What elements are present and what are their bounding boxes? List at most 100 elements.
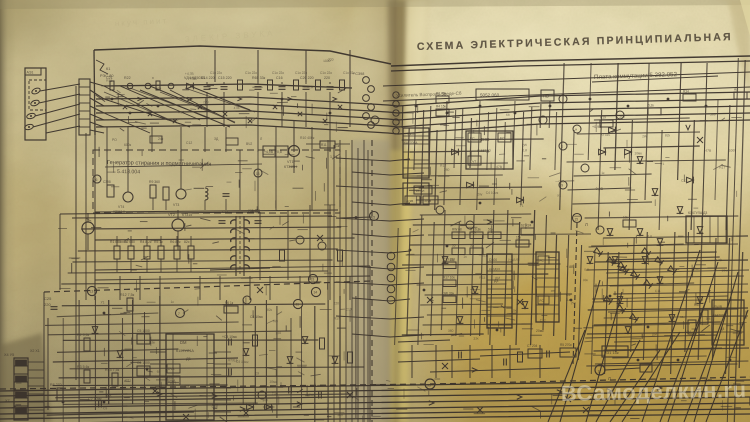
svg-text:R2 5,6к: R2 5,6к <box>77 333 90 337</box>
svg-text:33: 33 <box>427 384 431 388</box>
svg-text:360: 360 <box>710 112 716 116</box>
svg-text:R11: R11 <box>321 143 327 147</box>
svg-text:R12: R12 <box>178 110 184 114</box>
svg-text:С12: С12 <box>186 141 192 145</box>
svg-text:82к: 82к <box>106 393 112 397</box>
svg-text:R1 680: R1 680 <box>110 240 121 244</box>
svg-text:НВ: НВ <box>543 94 549 99</box>
svg-text:47В: 47В <box>155 87 162 91</box>
svg-text:24к: 24к <box>158 137 164 141</box>
svg-text:33: 33 <box>311 278 315 282</box>
svg-text:D300: D300 <box>489 258 497 262</box>
svg-text:R12: R12 <box>106 79 112 83</box>
svg-text:—01В: —01В <box>304 85 314 89</box>
svg-text:33к: 33к <box>449 258 455 262</box>
svg-text:+ 8В: + 8В <box>566 265 574 269</box>
svg-text:R10 400к: R10 400к <box>300 136 315 140</box>
svg-text:10мк: 10мк <box>721 269 729 273</box>
svg-text:R33: R33 <box>166 376 172 380</box>
svg-text:1к: 1к <box>601 171 605 175</box>
svg-text:82к: 82к <box>273 319 279 323</box>
svg-text:DVA: DVA <box>168 367 175 371</box>
svg-text:Д1: Д1 <box>186 356 192 361</box>
svg-text:33к: 33к <box>473 336 479 340</box>
svg-text:13: 13 <box>90 290 94 294</box>
svg-text:R33: R33 <box>479 276 485 280</box>
svg-text:R4 8,2к: R4 8,2к <box>140 240 152 244</box>
svg-text:1к: 1к <box>463 255 467 259</box>
svg-text:15к: 15к <box>150 341 156 345</box>
svg-text:АЭ1: АЭ1 <box>27 71 34 75</box>
svg-text:С4 10мк: С4 10мк <box>236 360 249 365</box>
svg-text:360: 360 <box>262 398 268 402</box>
svg-text:R9 360: R9 360 <box>149 180 160 184</box>
svg-text:220: 220 <box>44 302 51 307</box>
svg-text:С1о 22о: С1о 22о <box>210 71 222 75</box>
svg-text:DWA: DWA <box>168 379 176 383</box>
svg-text:FС: FС <box>470 137 475 141</box>
svg-text:С11: С11 <box>125 378 131 382</box>
svg-text:КТ315: КТ315 <box>182 213 192 217</box>
svg-text:R65 33к: R65 33к <box>252 76 266 80</box>
svg-text:0,8: 0,8 <box>522 148 527 152</box>
svg-text:47В: 47В <box>496 165 503 169</box>
svg-text:360: 360 <box>444 168 450 172</box>
svg-text:С1о 22о: С1о 22о <box>295 71 307 75</box>
svg-text:+4,9В: +4,9В <box>264 150 274 154</box>
svg-text:-9,9В: -9,9В <box>424 199 431 203</box>
svg-text:5,6к: 5,6к <box>514 258 521 262</box>
svg-text:33к: 33к <box>471 230 477 234</box>
svg-text:Д4: Д4 <box>720 327 724 331</box>
svg-text:С9: С9 <box>103 406 107 410</box>
svg-text:6,2к: 6,2к <box>648 104 654 108</box>
svg-text:33к: 33к <box>583 278 589 282</box>
svg-text:Л: Л <box>585 222 588 227</box>
svg-text:R7 6,8к: R7 6,8к <box>470 228 481 232</box>
svg-text:47В: 47В <box>705 149 712 153</box>
svg-text:2W: 2W <box>477 192 483 196</box>
svg-text:С2 10мк: С2 10мк <box>88 397 102 401</box>
svg-text:X7: X7 <box>5 399 10 403</box>
svg-text:34: 34 <box>314 291 318 295</box>
svg-text:Плата коммутации 5.282.052: Плата коммутации 5.282.052 <box>594 71 678 81</box>
svg-text:—0,9В: —0,9В <box>592 187 604 191</box>
svg-text:VТ3: VТ3 <box>173 203 179 207</box>
svg-text:1000: 1000 <box>323 59 331 63</box>
svg-text:10мк: 10мк <box>307 393 315 397</box>
svg-text:КА7ДУ2: КА7ДУ2 <box>489 267 500 271</box>
svg-text:С12: С12 <box>468 129 474 133</box>
svg-text:К5 ПЛ: К5 ПЛ <box>416 189 424 193</box>
svg-text:220: 220 <box>276 331 282 335</box>
svg-text:С5: С5 <box>566 293 570 297</box>
svg-text:R25: R25 <box>123 85 129 89</box>
svg-text:82к: 82к <box>665 133 671 137</box>
svg-text:R17: R17 <box>170 382 176 386</box>
svg-text:РО: РО <box>112 138 117 142</box>
svg-text:С1о 22о: С1о 22о <box>272 71 284 75</box>
svg-text:нкуч пиит: нкуч пиит <box>115 16 169 28</box>
svg-text:С1о 22о: С1о 22о <box>343 71 355 75</box>
svg-text:RW 68: RW 68 <box>452 228 462 232</box>
svg-text:КА470ЛА: КА470ЛА <box>713 313 726 317</box>
svg-text:65к: 65к <box>680 315 685 319</box>
svg-text:ЗW 33н: ЗW 33н <box>443 292 454 296</box>
svg-text:+0,9В: +0,9В <box>592 125 602 129</box>
svg-text:С11: С11 <box>655 289 661 293</box>
svg-text:15к: 15к <box>516 236 522 240</box>
svg-text:ДМ: ДМ <box>495 276 500 280</box>
svg-text:С14 220: С14 220 <box>201 76 215 80</box>
svg-text:С12: С12 <box>681 178 687 182</box>
svg-text:+4,7В: +4,7В <box>185 72 195 76</box>
svg-text:5052 060: 5052 060 <box>480 93 500 98</box>
svg-text:R17: R17 <box>440 164 446 168</box>
svg-text:R2 43к: R2 43к <box>436 92 447 96</box>
svg-text:220: 220 <box>333 301 339 305</box>
svg-text:0,8: 0,8 <box>584 268 589 272</box>
svg-text:Л: Л <box>260 137 262 141</box>
svg-text:5.418.004: 5.418.004 <box>117 169 140 175</box>
svg-text:FС: FС <box>540 259 545 263</box>
svg-text:7,5к: 7,5к <box>508 258 515 262</box>
svg-text:7: 7 <box>178 312 180 316</box>
svg-text:D30: D30 <box>481 137 490 142</box>
svg-text:R31 15к: R31 15к <box>604 350 619 355</box>
